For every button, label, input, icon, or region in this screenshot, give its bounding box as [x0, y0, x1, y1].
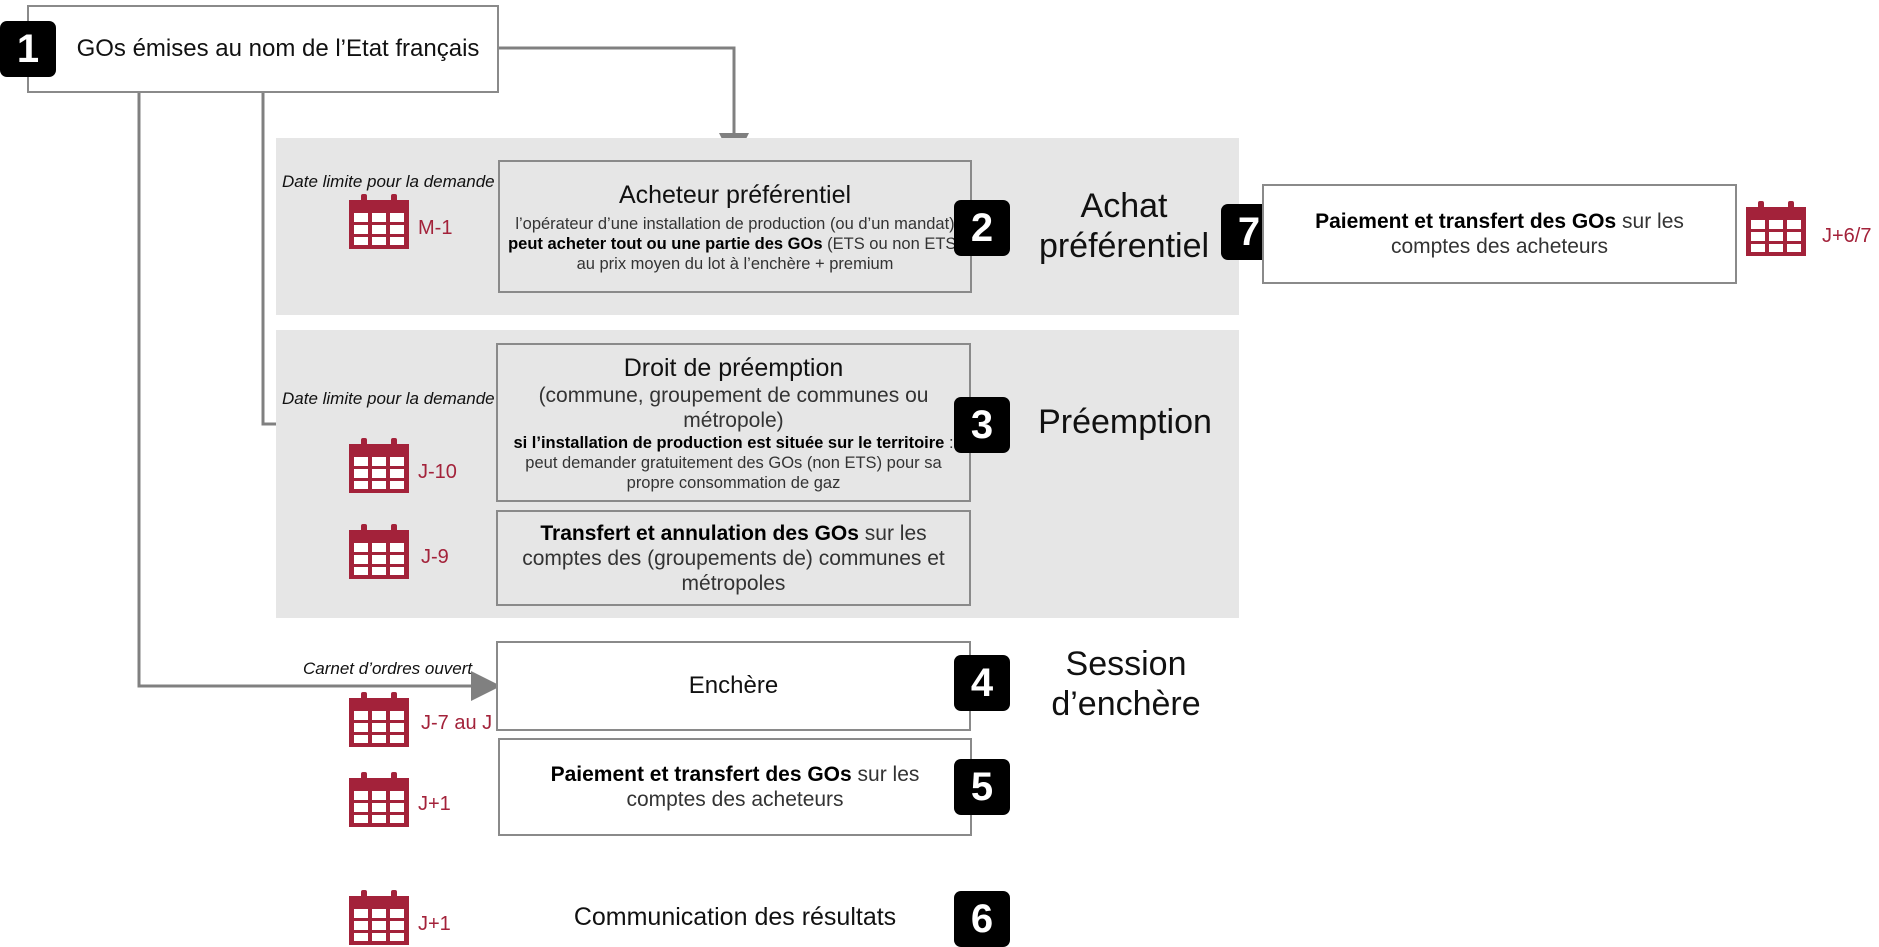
- step2-badge: 2: [954, 200, 1010, 256]
- step4-deadline-label: Carnet d’ordres ouvert: [303, 659, 473, 678]
- step3b-box: Transfert et annulation des GOs sur les …: [496, 510, 971, 606]
- step7-box: Paiement et transfert des GOs sur les co…: [1262, 184, 1737, 284]
- step3-title: Droit de préemption: [623, 353, 844, 382]
- step4-badge: 4: [954, 655, 1010, 711]
- step3-description: si l’installation de production est situ…: [498, 433, 969, 493]
- step3-date: J-10: [418, 461, 457, 483]
- calendar-icon: [349, 194, 409, 249]
- step6-badge: 6: [954, 891, 1010, 947]
- connector-step1-to-step2: [498, 46, 749, 163]
- calendar-icon: [349, 692, 409, 747]
- step2-description: l’opérateur d’une installation de produc…: [500, 214, 970, 274]
- step2-box: Acheteur préférentiel l’opérateur d’une …: [498, 160, 972, 293]
- step3-subtitle: (commune, groupement de communes ou métr…: [538, 383, 929, 432]
- step3-desc-bold: si l’installation de production est situ…: [513, 433, 945, 452]
- step3b-text-rest: sur les comptes des (groupements de) com…: [522, 521, 945, 595]
- step2-title: Acheteur préférentiel: [618, 180, 852, 209]
- panel-achat-preferentiel: [276, 138, 1239, 315]
- phase-preemption: Préemption: [1038, 403, 1212, 441]
- step4-title: Enchère: [688, 672, 779, 699]
- step7-text: Paiement et transfert des GOs sur les co…: [1264, 209, 1735, 259]
- step7-text-rest: sur les comptes des acheteurs: [1390, 210, 1684, 258]
- step3-desc-rest: : peut demander gratuitement des GOs (no…: [525, 433, 954, 492]
- calendar-icon: [349, 438, 409, 493]
- phase-achat-line2: préférentiel: [1038, 227, 1210, 265]
- step5-text-rest: sur les comptes des acheteurs: [626, 763, 920, 811]
- step3-box: Droit de préemption (commune, groupement…: [496, 343, 971, 502]
- step3-deadline-label: Date limite pour la demande: [282, 389, 495, 408]
- step1-box: GOs émises au nom de l’Etat français: [27, 5, 499, 93]
- step5-badge: 5: [954, 759, 1010, 815]
- step3-badge: 3: [954, 397, 1010, 453]
- phase-achat-preferentiel: Achat préférentiel: [1030, 186, 1218, 266]
- step6-date: J+1: [418, 913, 451, 935]
- step5-text-bold: Paiement et transfert des GOs: [550, 763, 852, 786]
- step1-badge: 1: [0, 21, 56, 77]
- step4-date: J-7 au J: [421, 712, 493, 734]
- step5-date: J+1: [418, 793, 451, 815]
- step2-desc-bold: peut acheter tout ou une partie des GOs: [508, 234, 823, 253]
- step1-text: GOs émises au nom de l’Etat français: [76, 35, 480, 62]
- step5-text: Paiement et transfert des GOs sur les co…: [500, 762, 970, 812]
- calendar-icon: [1746, 201, 1806, 256]
- step2-desc-pre: l’opérateur d’une installation de produc…: [515, 214, 955, 233]
- phase-achat-line1: Achat: [1080, 187, 1168, 225]
- step6-text: Communication des résultats: [573, 903, 897, 931]
- calendar-icon: [349, 890, 409, 945]
- phase-session-line2: d’enchère: [1051, 685, 1201, 723]
- step7-text-bold: Paiement et transfert des GOs: [1315, 210, 1617, 233]
- calendar-icon: [349, 772, 409, 827]
- calendar-icon: [349, 524, 409, 579]
- step3b-text-bold: Transfert et annulation des GOs: [540, 521, 859, 545]
- step2-desc-post: (ETS ou non ETS) au prix moyen du lot à …: [576, 234, 962, 273]
- step3b-text: Transfert et annulation des GOs sur les …: [498, 521, 969, 596]
- phase-session-line1: Session: [1065, 645, 1187, 683]
- connector-step1-to-step4: [137, 92, 501, 701]
- panel-preemption: [276, 330, 1239, 618]
- phase-session-enchere: Session d’enchère: [1036, 644, 1216, 724]
- step4-box: Enchère: [496, 641, 971, 731]
- step5-box: Paiement et transfert des GOs sur les co…: [498, 738, 972, 836]
- step3b-date: J-9: [421, 546, 449, 568]
- step2-deadline-label: Date limite pour la demande: [282, 172, 495, 191]
- step2-date: M-1: [418, 217, 453, 239]
- step7-date: J+6/7: [1822, 225, 1872, 247]
